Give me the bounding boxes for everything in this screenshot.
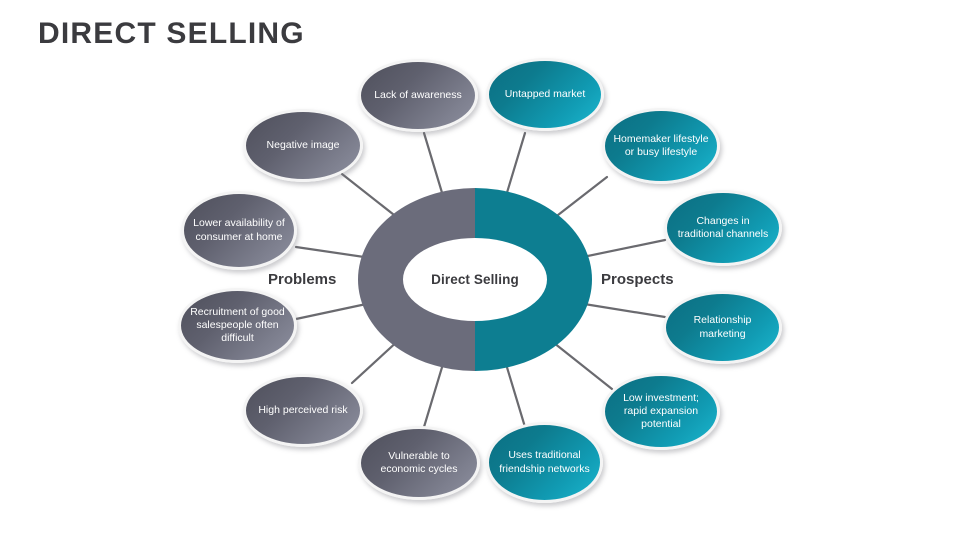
node-label: Lower availability of consumer at home <box>193 217 285 243</box>
center-hub: Direct Selling <box>403 238 547 321</box>
connector-recruitment-difficult <box>294 301 373 321</box>
connector-friendship-networks <box>504 362 527 429</box>
node-label: Lack of awareness <box>374 88 462 101</box>
node-recruitment-difficult[interactable]: Recruitment of good salespeople often di… <box>178 288 297 363</box>
node-vulnerable-economic[interactable]: Vulnerable to economic cycles <box>358 426 480 500</box>
node-label: Changes in traditional channels <box>677 214 769 240</box>
heading-problems: Problems <box>268 271 337 288</box>
node-label: Low investment; rapid expansion potentia… <box>623 391 699 431</box>
page-title: DIRECT SELLING <box>38 17 305 50</box>
node-lack-of-awareness[interactable]: Lack of awareness <box>358 59 478 132</box>
connector-lack-of-awareness <box>422 131 445 198</box>
node-lower-availability[interactable]: Lower availability of consumer at home <box>181 191 297 270</box>
node-negative-image[interactable]: Negative image <box>243 109 363 182</box>
node-untapped-market[interactable]: Untapped market <box>486 58 604 131</box>
node-label: Vulnerable to economic cycles <box>380 449 458 475</box>
center-donut: Direct Selling <box>358 188 592 371</box>
connector-untapped-market <box>504 131 527 198</box>
node-label: Homemaker lifestyle or busy lifestyle <box>613 132 709 158</box>
connector-vulnerable-economic <box>422 362 445 429</box>
node-homemaker-lifestyle[interactable]: Homemaker lifestyle or busy lifestyle <box>602 108 720 184</box>
node-label: Uses traditional friendship networks <box>499 449 590 475</box>
node-label: Negative image <box>266 138 340 151</box>
connector-homemaker-lifestyle <box>547 175 609 224</box>
node-friendship-networks[interactable]: Uses traditional friendship networks <box>486 422 603 503</box>
node-changes-traditional[interactable]: Changes in traditional channels <box>664 190 782 266</box>
node-relationship-marketing[interactable]: Relationship marketing <box>663 291 782 364</box>
node-label: Recruitment of good salespeople often di… <box>190 305 285 345</box>
center-hub-label: Direct Selling <box>431 272 519 287</box>
node-label: High perceived risk <box>258 403 348 416</box>
node-high-perceived-risk[interactable]: High perceived risk <box>243 374 363 447</box>
node-low-investment[interactable]: Low investment; rapid expansion potentia… <box>602 373 720 450</box>
connector-relationship-marketing <box>576 301 667 319</box>
node-label: Untapped market <box>504 87 586 100</box>
connector-low-investment <box>547 337 614 391</box>
node-label: Relationship marketing <box>693 314 752 340</box>
connector-high-perceived-risk <box>350 337 402 385</box>
connector-lower-availability <box>294 245 373 260</box>
heading-prospects: Prospects <box>601 271 674 288</box>
connector-changes-traditional <box>576 238 667 260</box>
